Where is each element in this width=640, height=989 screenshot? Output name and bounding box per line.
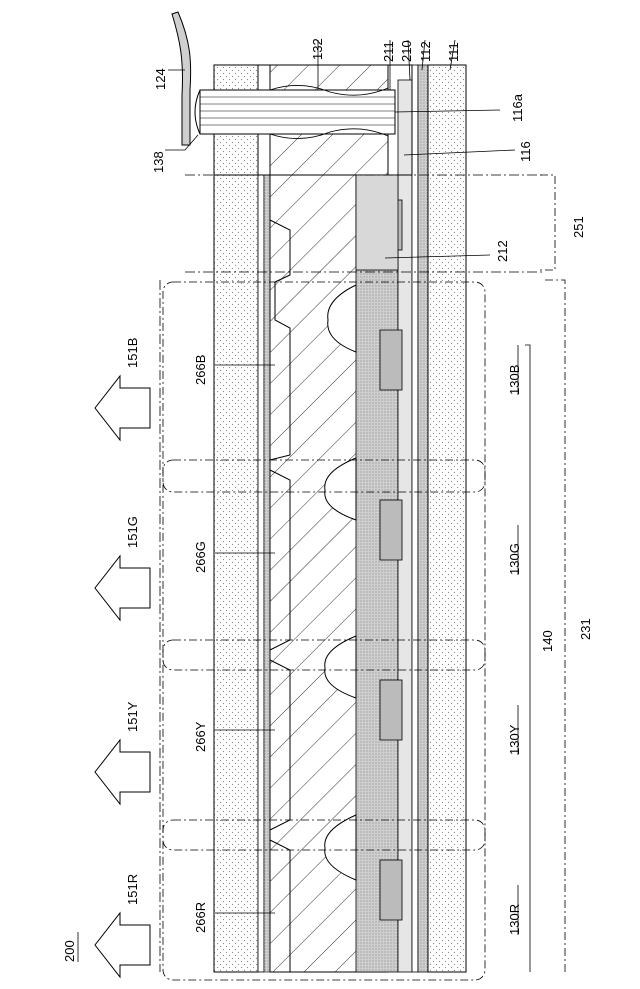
label-132: 132: [310, 38, 325, 60]
planarization-layer: [356, 175, 398, 972]
layer-112: [418, 65, 428, 972]
label-151B: 151B: [125, 338, 140, 368]
flexible-cable-124: [172, 12, 191, 145]
emission-arrows: [95, 376, 150, 977]
label-251: 251: [571, 216, 586, 238]
region-212: [356, 175, 398, 270]
terminal-138: [195, 90, 200, 134]
emission-arrow-151G: [95, 556, 150, 620]
label-130Y: 130Y: [507, 724, 522, 755]
label-200: 200: [62, 940, 77, 962]
label-112: 112: [418, 41, 433, 62]
thin-film-1: [258, 175, 264, 972]
label-130B: 130B: [507, 365, 522, 395]
label-124: 124: [153, 68, 168, 90]
label-211: 211: [381, 41, 396, 62]
region-251-bracket: [540, 175, 555, 270]
label-116: 116: [518, 141, 533, 162]
label-266B: 266B: [193, 355, 208, 385]
label-210: 210: [399, 40, 414, 62]
emission-arrow-151Y: [95, 740, 150, 804]
label-116a: 116a: [510, 93, 525, 122]
label-266Y: 266Y: [193, 721, 208, 752]
thin-film-2: [264, 175, 270, 972]
region-231-bracket: [545, 280, 565, 972]
bracket-140: [525, 345, 530, 972]
tft-G1: [380, 500, 402, 560]
tft-B1: [380, 330, 402, 390]
label-231: 231: [578, 618, 593, 640]
emission-arrow-151B: [95, 376, 150, 440]
label-138: 138: [151, 151, 166, 173]
label-130R: 130R: [507, 904, 522, 935]
tft-R1: [380, 860, 402, 920]
label-266G: 266G: [193, 541, 208, 573]
label-266R: 266R: [193, 902, 208, 933]
label-151G: 151G: [125, 516, 140, 548]
counter-substrate: [214, 175, 258, 972]
emission-arrow-151R: [95, 913, 150, 977]
label-151R: 151R: [125, 874, 140, 905]
substrate-111: [428, 65, 466, 972]
label-130G: 130G: [507, 543, 522, 575]
layer-210: [412, 65, 418, 972]
label-212: 212: [495, 240, 510, 262]
label-151Y: 151Y: [125, 701, 140, 732]
label-140: 140: [540, 630, 555, 652]
label-111: 111: [446, 42, 461, 62]
anisotropic-conductive-layer: [200, 90, 395, 134]
tft-Y1: [380, 680, 402, 740]
